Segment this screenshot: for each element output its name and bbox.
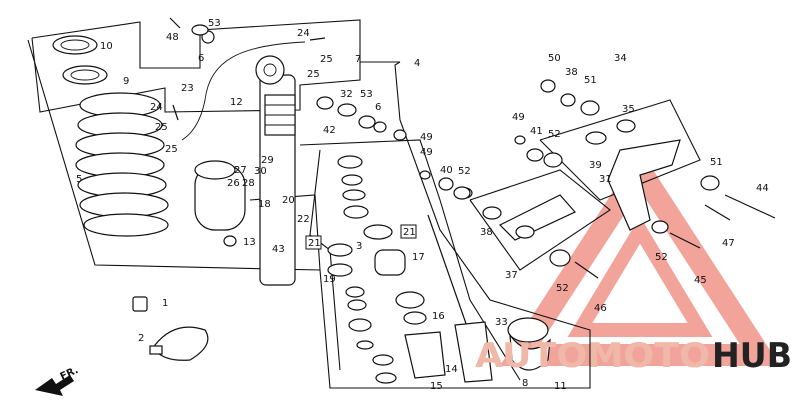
callout-2: 2	[138, 333, 144, 344]
callout-13: 13	[243, 237, 256, 248]
tie-rod-linkage	[457, 187, 576, 241]
callout-17: 17	[412, 252, 425, 263]
callout-30: 30	[254, 166, 267, 177]
callout-41: 41	[530, 126, 543, 137]
callout-38: 38	[480, 227, 493, 238]
boxed-ref-21: 21	[403, 227, 416, 238]
callout-25: 25	[307, 69, 320, 80]
watermark-text-hub: HUB	[712, 336, 792, 376]
callout-1: 1	[162, 298, 168, 309]
watermark-wordmark: AUTOMOTO HUB	[475, 336, 792, 376]
callout-23: 23	[181, 83, 194, 94]
seal-stack	[327, 155, 427, 384]
callout-24: 24	[150, 102, 163, 113]
callout-3: 3	[356, 241, 362, 252]
callout-52: 52	[458, 166, 471, 177]
callout-27: 27	[234, 165, 247, 176]
front-arrow	[35, 375, 74, 396]
callout-53: 53	[360, 89, 373, 100]
damper-rod	[427, 214, 471, 336]
dust-boot	[404, 331, 446, 379]
callout-52: 52	[655, 252, 668, 263]
callout-12: 12	[230, 97, 243, 108]
callout-52: 52	[556, 283, 569, 294]
callout-40: 40	[440, 165, 453, 176]
callout-47: 47	[722, 238, 735, 249]
bump-rubber	[507, 317, 551, 371]
bushings	[191, 24, 720, 267]
boxed-refs: 21 21	[305, 224, 417, 250]
hose	[181, 41, 306, 141]
callout-18: 18	[258, 199, 271, 210]
callout-25: 25	[165, 144, 178, 155]
callout-22: 22	[297, 214, 310, 225]
boxed-ref-21: 21	[308, 238, 321, 249]
callout-20: 20	[282, 195, 295, 206]
band-item2	[149, 326, 209, 361]
callout-labels: 48 53 6 10 9 23 24 25 25 7 4 12 32 53 6 …	[76, 18, 769, 392]
callout-15: 15	[430, 381, 443, 392]
callout-53: 53	[208, 18, 221, 29]
callout-11: 11	[554, 381, 567, 392]
callout-35: 35	[622, 104, 635, 115]
shock-body	[255, 55, 296, 286]
callout-37: 37	[505, 270, 518, 281]
callout-46: 46	[594, 303, 607, 314]
callout-49: 49	[420, 147, 433, 158]
callout-5: 5	[76, 174, 82, 185]
shock-arm	[585, 119, 681, 231]
callout-7: 7	[355, 54, 361, 65]
callout-45: 45	[694, 275, 707, 286]
callout-4: 4	[414, 58, 420, 69]
callout-29: 29	[261, 155, 274, 166]
callout-42: 42	[323, 125, 336, 136]
callout-38: 38	[565, 67, 578, 78]
clip-item1	[132, 296, 148, 312]
callout-34: 34	[614, 53, 627, 64]
callout-32: 32	[340, 89, 353, 100]
callout-33: 33	[495, 317, 508, 328]
callout-43: 43	[272, 244, 285, 255]
callout-49: 49	[420, 132, 433, 143]
coil-spring	[75, 92, 169, 237]
callout-52: 52	[548, 129, 561, 140]
callout-48: 48	[166, 32, 179, 43]
callout-31: 31	[599, 174, 612, 185]
reservoir	[194, 160, 246, 231]
callout-50: 50	[548, 53, 561, 64]
callout-26: 26	[227, 178, 240, 189]
callout-51: 51	[710, 157, 723, 168]
spring-seat-upper	[52, 35, 98, 55]
lower-clevis	[454, 321, 493, 383]
callout-28: 28	[242, 178, 255, 189]
callout-39: 39	[589, 160, 602, 171]
watermark-text-main: AUTOMOTO	[475, 336, 710, 376]
callout-16: 16	[432, 311, 445, 322]
callout-51: 51	[584, 75, 597, 86]
callout-19: 19	[323, 274, 336, 285]
spring-seat-lower	[62, 65, 108, 85]
callout-14: 14	[445, 364, 458, 375]
callout-49: 49	[512, 112, 525, 123]
callout-44: 44	[756, 183, 769, 194]
bolts	[169, 17, 776, 279]
callout-8: 8	[522, 378, 528, 389]
callout-6: 6	[198, 53, 204, 64]
callout-9: 9	[123, 76, 129, 87]
watermark-logo	[499, 149, 781, 366]
callout-6: 6	[375, 102, 381, 113]
callout-24: 24	[297, 28, 310, 39]
callout-25: 25	[320, 54, 333, 65]
callout-25: 25	[155, 122, 168, 133]
callout-10: 10	[100, 41, 113, 52]
